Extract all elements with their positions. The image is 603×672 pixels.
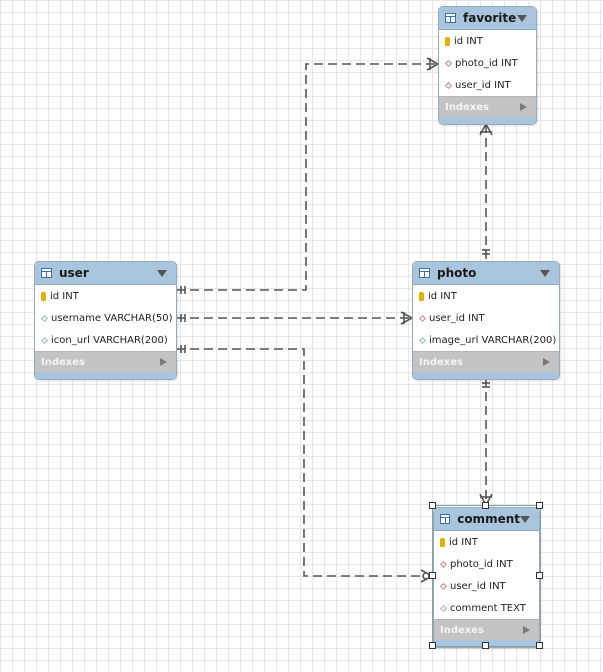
expand-arrow-icon[interactable] xyxy=(523,626,530,634)
column-row[interactable]: id INT xyxy=(434,531,539,553)
column-label: username VARCHAR(50) xyxy=(51,312,173,324)
table-header[interactable]: comment xyxy=(434,508,539,531)
column-row[interactable]: username VARCHAR(50) xyxy=(35,307,176,329)
table-name: comment xyxy=(457,512,520,526)
indexes-label: Indexes xyxy=(440,624,484,636)
column-row[interactable]: user_id INT xyxy=(413,307,559,329)
table-photo[interactable]: photo id INT user_id INT image_url VARCH… xyxy=(412,261,560,380)
foreign-key-icon xyxy=(444,81,453,89)
column-icon xyxy=(40,314,49,322)
column-icon xyxy=(40,336,49,344)
foreign-key-icon xyxy=(439,560,448,568)
table-header[interactable]: favorite xyxy=(439,7,536,30)
resize-handle-top-right[interactable] xyxy=(536,502,543,509)
column-label: icon_url VARCHAR(200) xyxy=(51,334,168,346)
column-label: id INT xyxy=(449,536,478,548)
expand-arrow-icon[interactable] xyxy=(160,358,167,366)
column-label: user_id INT xyxy=(429,312,485,324)
column-row[interactable]: id INT xyxy=(439,30,536,52)
column-label: id INT xyxy=(50,290,79,302)
indexes-section[interactable]: Indexes xyxy=(434,619,539,640)
relationship-photo-comment[interactable] xyxy=(479,378,493,506)
column-row[interactable]: id INT xyxy=(35,285,176,307)
resize-handle-bottom[interactable] xyxy=(482,642,489,649)
column-row[interactable]: id INT xyxy=(413,285,559,307)
resize-handle-right[interactable] xyxy=(536,572,543,579)
collapse-arrow-icon[interactable] xyxy=(540,269,550,277)
expand-arrow-icon[interactable] xyxy=(520,103,527,111)
column-row[interactable]: icon_url VARCHAR(200) xyxy=(35,329,176,351)
column-row[interactable]: image_url VARCHAR(200) xyxy=(413,329,559,351)
relationship-photo-favorite[interactable] xyxy=(479,123,493,260)
table-user[interactable]: user id INT username VARCHAR(50) icon_ur… xyxy=(34,261,177,380)
column-icon xyxy=(439,604,448,612)
primary-key-icon xyxy=(419,291,424,301)
column-label: user_id INT xyxy=(450,580,506,592)
expand-arrow-icon[interactable] xyxy=(543,358,550,366)
column-row[interactable]: user_id INT xyxy=(439,74,536,96)
indexes-section[interactable]: Indexes xyxy=(35,351,176,372)
column-label: id INT xyxy=(454,35,483,47)
table-footer-bar xyxy=(439,117,536,124)
resize-handle-left[interactable] xyxy=(429,572,436,579)
table-comment[interactable]: comment id INT photo_id INT user_id INT … xyxy=(433,507,540,648)
indexes-label: Indexes xyxy=(419,356,463,368)
column-row[interactable]: photo_id INT xyxy=(439,52,536,74)
column-label: user_id INT xyxy=(455,79,511,91)
foreign-key-icon xyxy=(418,314,427,322)
resize-handle-top-left[interactable] xyxy=(429,502,436,509)
column-row[interactable]: photo_id INT xyxy=(434,553,539,575)
relationship-user-favorite[interactable] xyxy=(176,57,439,294)
collapse-arrow-icon[interactable] xyxy=(157,269,167,277)
table-footer-bar xyxy=(35,372,176,379)
collapse-arrow-icon[interactable] xyxy=(520,515,530,523)
resize-handle-bottom-right[interactable] xyxy=(536,642,543,649)
table-footer-bar xyxy=(413,372,559,379)
primary-key-icon xyxy=(440,537,445,547)
table-icon xyxy=(440,514,451,524)
indexes-label: Indexes xyxy=(445,101,489,113)
table-icon xyxy=(41,268,52,278)
column-row[interactable]: comment TEXT xyxy=(434,597,539,619)
indexes-section[interactable]: Indexes xyxy=(413,351,559,372)
relationship-user-photo[interactable] xyxy=(176,311,413,325)
column-label: comment TEXT xyxy=(450,602,526,614)
table-icon xyxy=(445,13,456,23)
indexes-label: Indexes xyxy=(41,356,85,368)
column-label: image_url VARCHAR(200) xyxy=(429,334,557,346)
column-icon xyxy=(418,336,427,344)
indexes-section[interactable]: Indexes xyxy=(439,96,536,117)
table-favorite[interactable]: favorite id INT photo_id INT user_id INT… xyxy=(438,6,537,125)
foreign-key-icon xyxy=(439,582,448,590)
column-label: id INT xyxy=(428,290,457,302)
primary-key-icon xyxy=(445,36,450,46)
column-label: photo_id INT xyxy=(450,558,513,570)
relationship-user-comment[interactable] xyxy=(176,345,433,583)
resize-handle-top[interactable] xyxy=(482,502,489,509)
table-header[interactable]: user xyxy=(35,262,176,285)
table-icon xyxy=(419,268,430,278)
table-header[interactable]: photo xyxy=(413,262,559,285)
foreign-key-icon xyxy=(444,59,453,67)
primary-key-icon xyxy=(41,291,46,301)
column-label: photo_id INT xyxy=(455,57,518,69)
column-row[interactable]: user_id INT xyxy=(434,575,539,597)
table-name: favorite xyxy=(463,11,517,25)
resize-handle-bottom-left[interactable] xyxy=(429,642,436,649)
collapse-arrow-icon[interactable] xyxy=(517,14,527,22)
table-name: photo xyxy=(437,266,477,280)
table-name: user xyxy=(59,266,89,280)
